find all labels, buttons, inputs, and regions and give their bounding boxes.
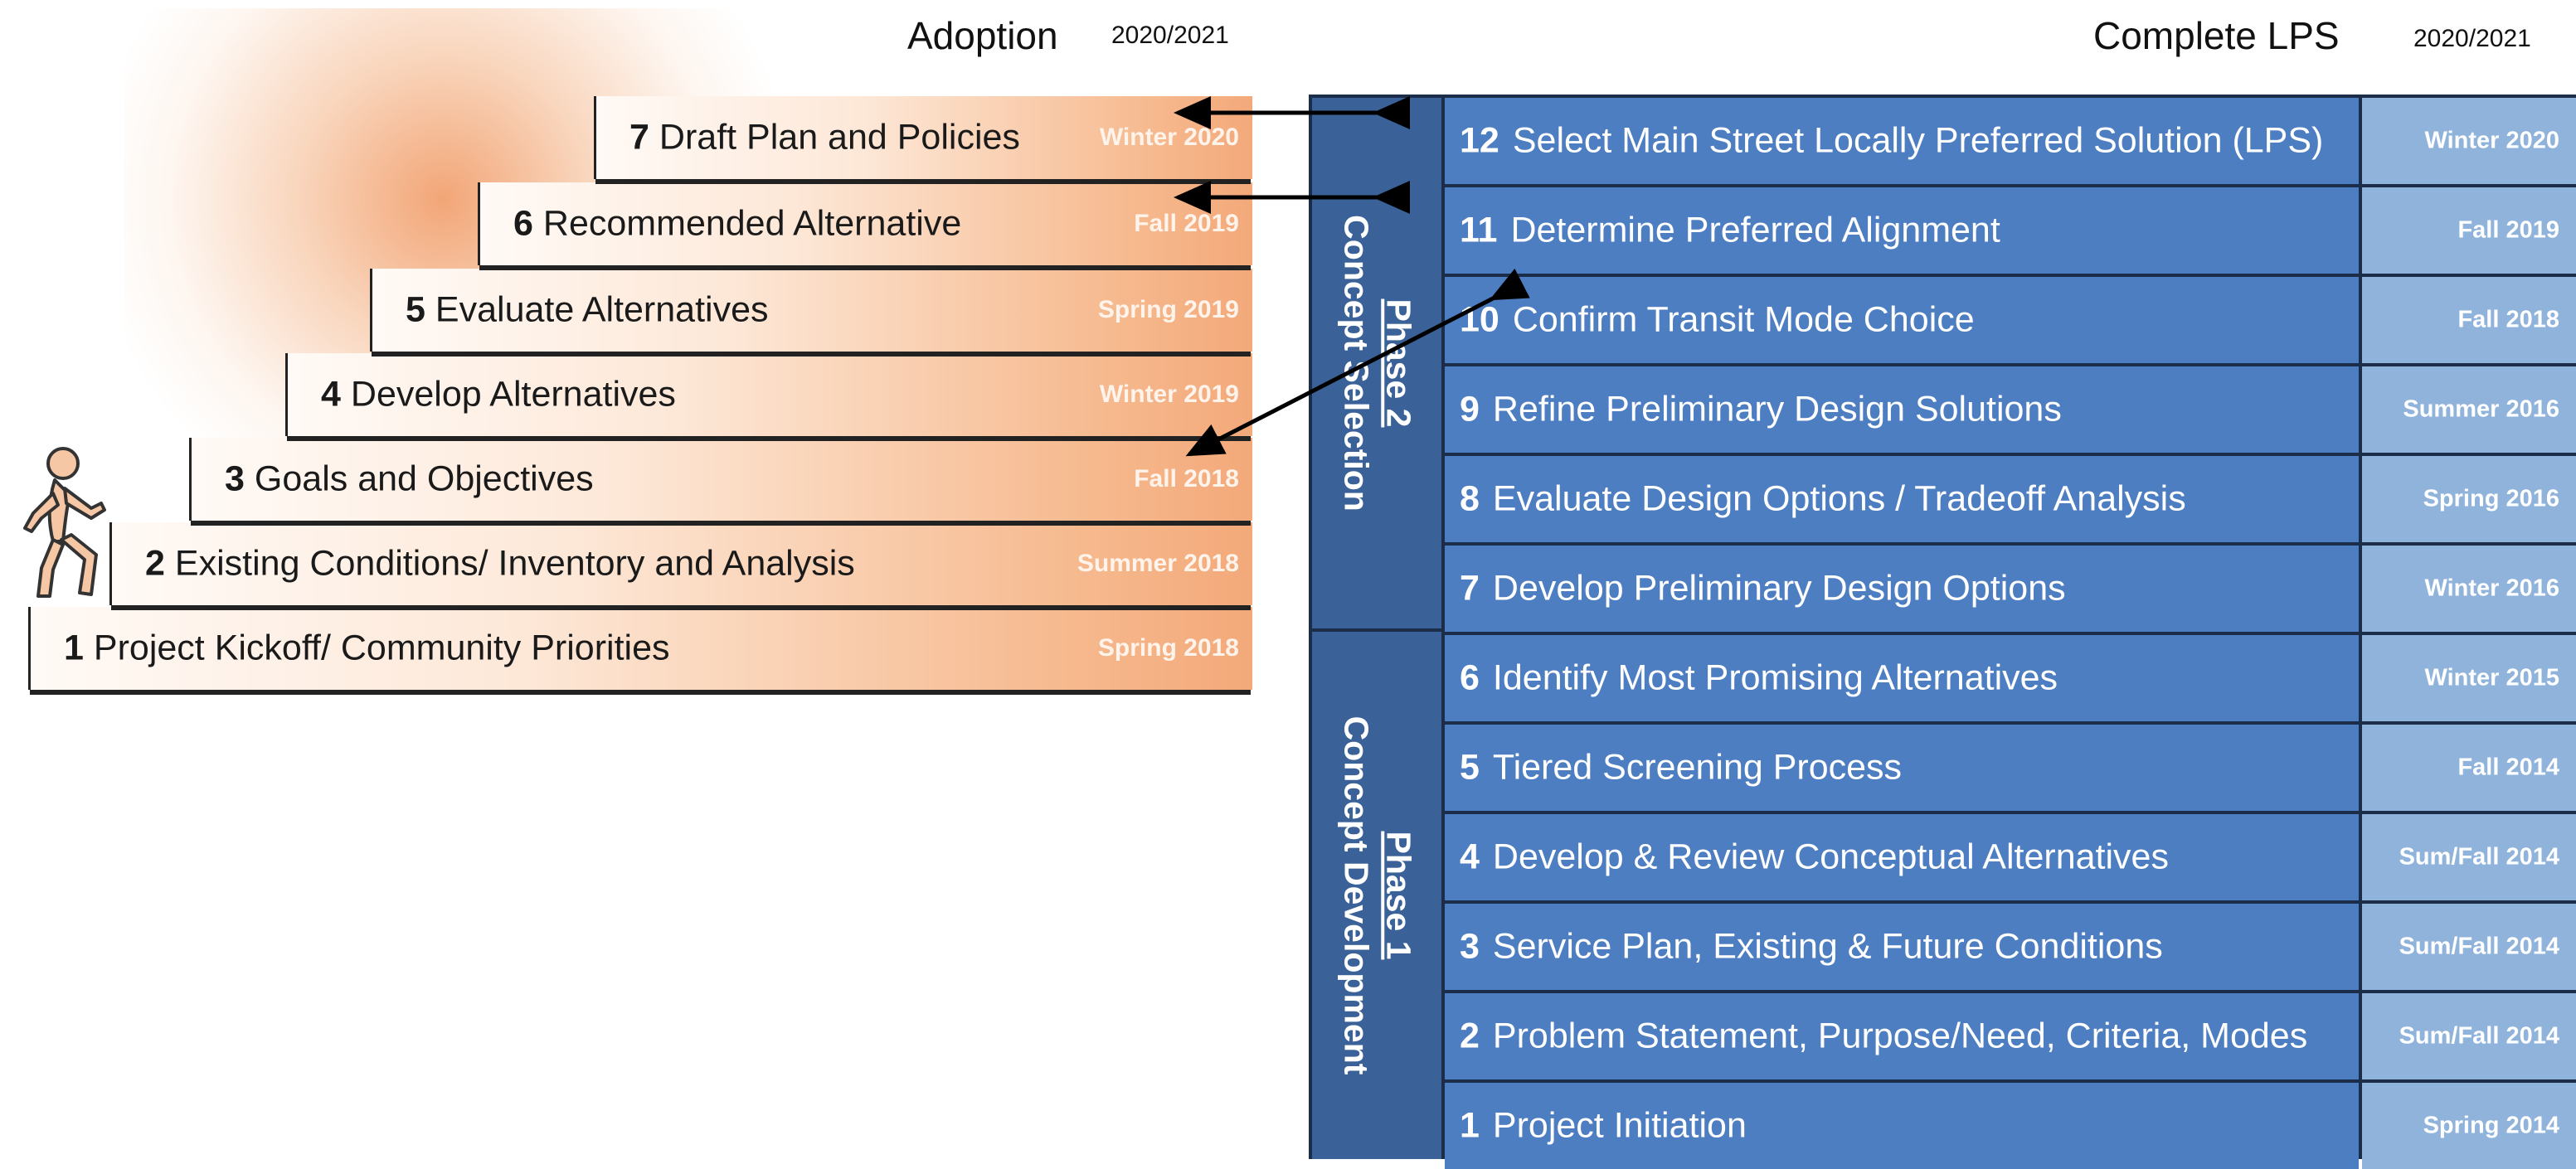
lps-task-date: Winter 2015: [2362, 635, 2576, 721]
phase-1-band: Phase 1 Concept Development: [1312, 632, 1441, 1159]
adoption-title: Adoption: [907, 14, 1058, 57]
walking-person-icon: [23, 447, 106, 598]
plan-step-date: Fall 2018: [1134, 465, 1239, 492]
adoption-year: 2020/2021: [1111, 22, 1229, 49]
lps-task-date: Spring 2016: [2362, 456, 2576, 542]
lps-task-date: Summer 2016: [2362, 366, 2576, 453]
lps-task-date: Sum/Fall 2014: [2362, 814, 2576, 900]
lps-task-date: Sum/Fall 2014: [2362, 993, 2576, 1079]
complete-lps-year: 2020/2021: [2413, 25, 2531, 52]
plan-step-date: Fall 2019: [1134, 210, 1239, 237]
lps-task-date: Winter 2016: [2362, 546, 2576, 632]
lps-task-date: Fall 2019: [2362, 187, 2576, 274]
lps-task-date: Fall 2018: [2362, 277, 2576, 363]
complete-lps-title: Complete LPS: [2093, 14, 2340, 57]
lps-task-date: Sum/Fall 2014: [2362, 904, 2576, 990]
arrow-step3-to-task10: [1185, 268, 1530, 457]
lps-task-date: Fall 2014: [2362, 725, 2576, 811]
lps-task-date: Spring 2014: [2362, 1083, 2576, 1169]
plan-step-date: Summer 2018: [1077, 550, 1239, 577]
plan-step-date: Spring 2018: [1097, 634, 1239, 662]
lps-task-date: Winter 2020: [2362, 98, 2576, 184]
